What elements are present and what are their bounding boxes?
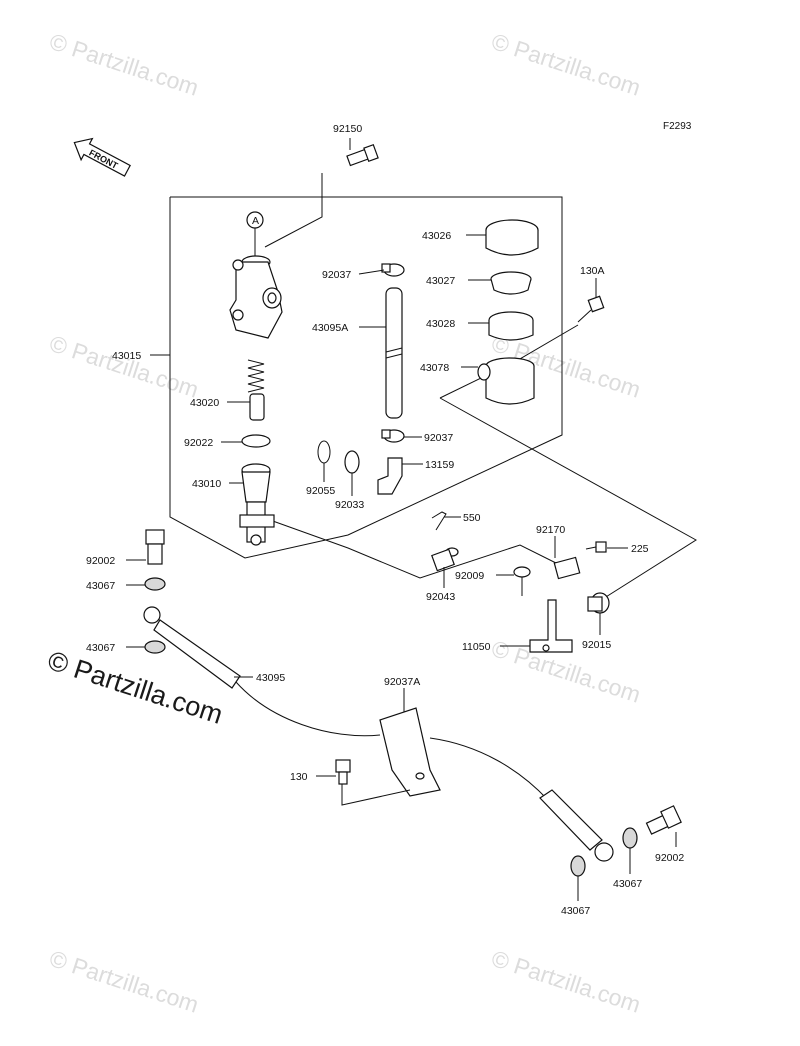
callout-43078: 43078 xyxy=(420,362,449,374)
callout-43067-right-b: 43067 xyxy=(561,905,590,917)
callout-labels: 92150 43015 43020 92022 43010 92037 4309… xyxy=(86,123,684,917)
callout-92002-left: 92002 xyxy=(86,555,115,567)
callout-92037-top: 92037 xyxy=(322,269,351,281)
callout-13159: 13159 xyxy=(425,459,454,471)
part-43026-cap xyxy=(485,219,539,256)
part-92009-screw xyxy=(513,566,531,596)
part-43010-pushrod xyxy=(239,463,275,546)
watermark-text: © Partzilla.com xyxy=(488,28,643,101)
part-92022-circlip xyxy=(241,434,271,448)
callout-43067-left-top: 43067 xyxy=(86,580,115,592)
watermark-text: © Partzilla.com xyxy=(488,945,643,1018)
part-92170-clamp xyxy=(553,556,581,580)
callout-92055: 92055 xyxy=(306,485,335,497)
callout-43015: 43015 xyxy=(112,350,141,362)
callout-43027: 43027 xyxy=(426,275,455,287)
callout-43067-left-low: 43067 xyxy=(86,642,115,654)
part-43067-washer-right-b xyxy=(570,855,586,877)
part-130-bolt xyxy=(335,759,411,806)
callout-43095: 43095 xyxy=(256,672,285,684)
part-92043-pin xyxy=(431,547,459,572)
part-43095-hose-right-end xyxy=(539,789,614,862)
callout-550: 550 xyxy=(463,512,481,524)
part-92037a-bracket xyxy=(379,707,441,797)
part-92037-clamp-low xyxy=(381,429,405,443)
callout-43020: 43020 xyxy=(190,397,219,409)
part-43028-diaphragm xyxy=(488,311,534,341)
part-43027-plate xyxy=(490,271,532,295)
callout-130: 130 xyxy=(290,771,308,783)
callout-92002-right: 92002 xyxy=(655,852,684,864)
callout-92009: 92009 xyxy=(455,570,484,582)
callout-43095a: 43095A xyxy=(312,322,348,334)
front-direction-arrow: FRONT xyxy=(73,137,131,177)
reference-marker-a: A xyxy=(252,215,259,227)
part-130a-bolt xyxy=(577,295,605,323)
part-43095a-hose xyxy=(385,287,403,419)
callout-92170: 92170 xyxy=(536,524,565,536)
part-13159-elbow xyxy=(377,457,403,495)
callout-43010: 43010 xyxy=(192,478,221,490)
callout-92037a: 92037A xyxy=(384,676,420,688)
part-11050-bracket xyxy=(529,599,573,653)
part-92037-clamp-top xyxy=(381,263,405,277)
assembly-outline xyxy=(169,173,563,559)
part-92033-snap-ring xyxy=(344,450,360,474)
part-92015-collar xyxy=(587,592,610,614)
part-master-cylinder-body: A xyxy=(229,211,283,339)
part-92002-banjo-bolt-right xyxy=(645,805,682,835)
part-92150-bolt xyxy=(346,143,379,167)
callout-43026: 43026 xyxy=(422,230,451,242)
part-43095-hose xyxy=(143,606,549,801)
callout-225: 225 xyxy=(631,543,649,555)
leader-lines xyxy=(126,138,677,901)
callout-11050: 11050 xyxy=(462,641,491,653)
callout-92022: 92022 xyxy=(184,437,213,449)
watermark-layer: © Partzilla.com © Partzilla.com © Partzi… xyxy=(44,28,644,1018)
callout-43067-right-a: 43067 xyxy=(613,878,642,890)
part-550-cotter-pin xyxy=(431,511,447,531)
part-43067-washer-left-low xyxy=(144,640,166,654)
part-92055-o-ring xyxy=(317,440,331,464)
part-43078-reservoir xyxy=(477,357,535,405)
watermark-text: © Partzilla.com xyxy=(46,330,201,403)
figure-code: F2293 xyxy=(663,121,692,132)
watermark-text: © Partzilla.com xyxy=(46,945,201,1018)
callout-92037-low: 92037 xyxy=(424,432,453,444)
callout-92015: 92015 xyxy=(582,639,611,651)
part-43067-washer-right-a xyxy=(622,827,638,849)
part-92002-banjo-bolt-left xyxy=(145,529,165,565)
callout-92033: 92033 xyxy=(335,499,364,511)
callout-92150: 92150 xyxy=(333,123,362,135)
part-43020-spring xyxy=(247,359,265,421)
watermark-text: © Partzilla.com xyxy=(46,28,201,101)
part-43067-washer-left-top xyxy=(144,577,166,591)
callout-43028: 43028 xyxy=(426,318,455,330)
callout-130a: 130A xyxy=(580,265,605,277)
callout-92043: 92043 xyxy=(426,591,455,603)
part-225-screw xyxy=(585,541,607,553)
